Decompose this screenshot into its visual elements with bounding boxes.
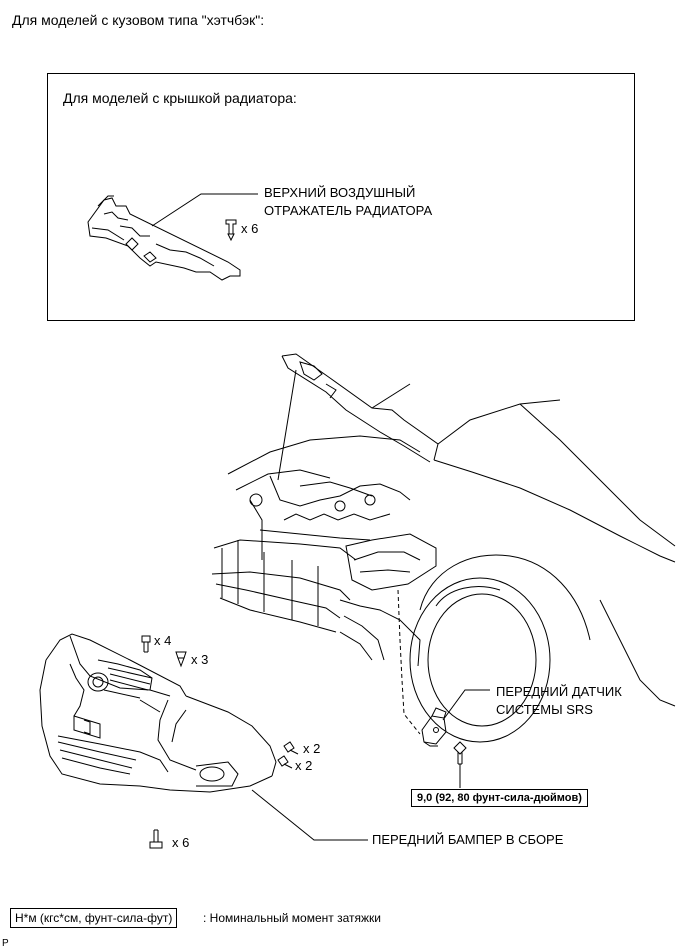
bumper-bolt-bottom-drawing [149, 829, 163, 849]
qty-clips-top: x 3 [191, 652, 209, 667]
front-bumper-drawing [39, 633, 277, 793]
sensor-bolt-drawing [453, 741, 467, 765]
qty-bottom: x 6 [172, 835, 190, 850]
car-body-drawing [211, 353, 676, 743]
torque-spec-box: 9,0 (92, 80 фунт-сила-дюймов) [411, 789, 588, 807]
bumper-screw-side-1-drawing [283, 741, 299, 755]
legend-unit-box: Н*м (кгс*см, фунт-сила-фут) [10, 908, 178, 928]
sensor-label-line2: СИСТЕМЫ SRS [496, 702, 593, 717]
legend-description: : Номинальный момент затяжки [203, 911, 381, 925]
qty-bolts-top: x 4 [154, 633, 172, 648]
radiator-deflector-drawing [87, 195, 241, 281]
bumper-screw-side-2-drawing [277, 755, 293, 769]
deflector-label-line1: ВЕРХНИЙ ВОЗДУШНЫЙ [264, 185, 416, 200]
inset-frame [47, 73, 635, 321]
inset-clip-qty: x 6 [241, 221, 259, 236]
qty-side-2: x 2 [295, 758, 313, 773]
inset-clip-drawing [225, 219, 237, 242]
sensor-label-line1: ПЕРЕДНИЙ ДАТЧИК [496, 684, 622, 699]
srs-sensor-drawing [421, 707, 447, 747]
footer-code: P [2, 938, 9, 949]
bumper-bolt-top-drawing [141, 635, 151, 653]
qty-side-1: x 2 [303, 741, 321, 756]
deflector-label-line2: ОТРАЖАТЕЛЬ РАДИАТОРА [264, 203, 433, 218]
inset-title: Для моделей с крышкой радиатора: [63, 90, 297, 106]
page-title: Для моделей с кузовом типа "хэтчбэк": [12, 12, 265, 28]
bumper-clip-top-drawing [175, 651, 187, 668]
bumper-label: ПЕРЕДНИЙ БАМПЕР В СБОРЕ [372, 832, 564, 847]
